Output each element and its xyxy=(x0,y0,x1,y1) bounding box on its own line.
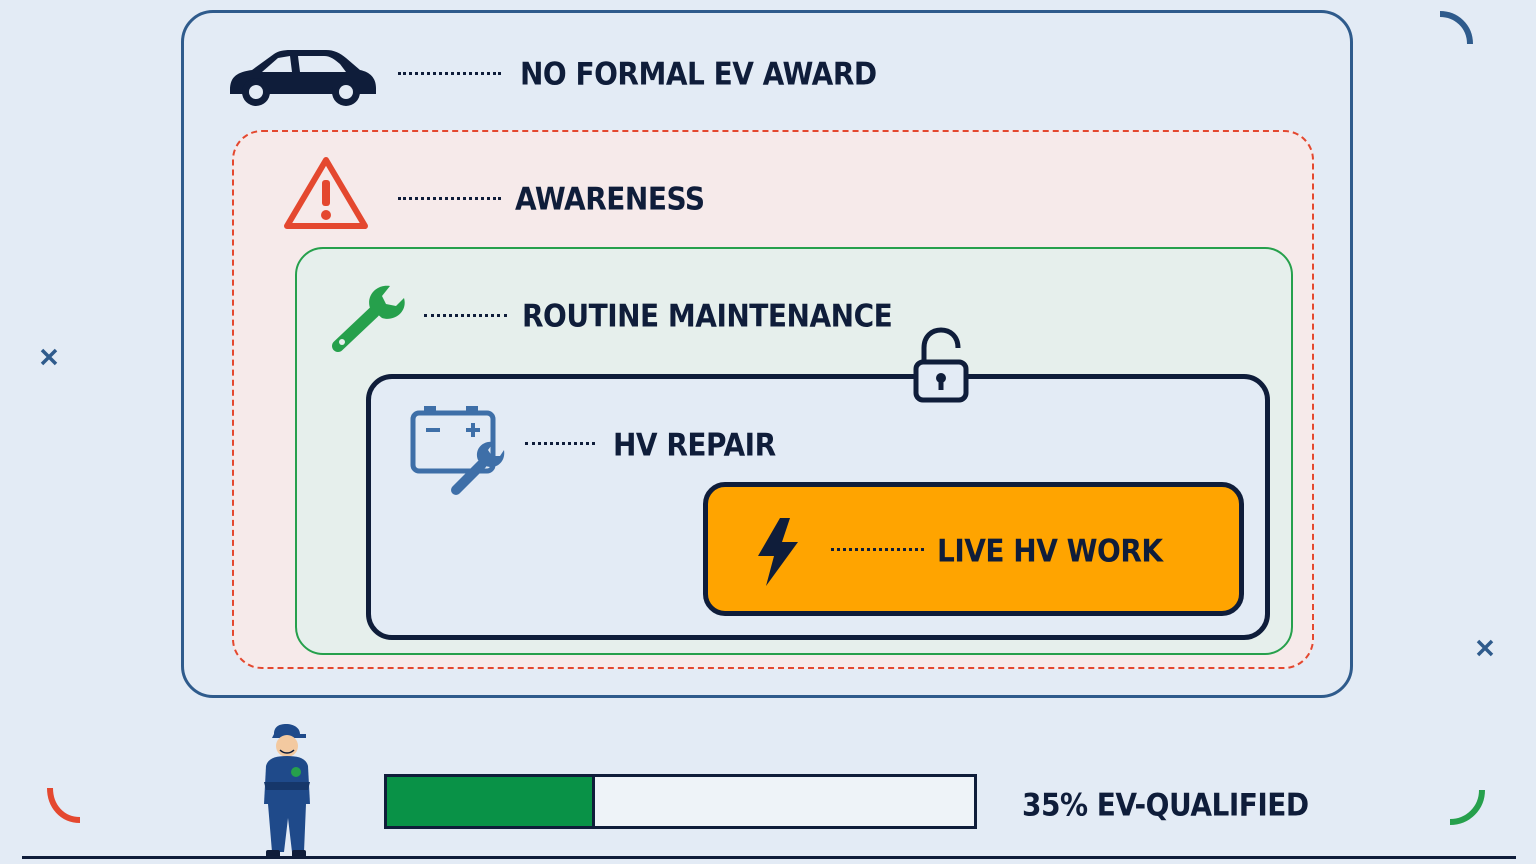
warning-icon xyxy=(284,157,368,229)
progress-label: 35% EV-QUALIFIED xyxy=(1022,786,1309,823)
car-icon xyxy=(230,50,376,106)
progress-fill xyxy=(387,777,596,826)
level-box-live-hv-work xyxy=(703,482,1244,616)
level-label-awareness: AWARENESS xyxy=(515,180,705,217)
corner-arc-bottom-left xyxy=(47,787,81,823)
corner-arc-top-right xyxy=(1439,11,1473,45)
leader-dots xyxy=(398,197,501,200)
wrench-icon xyxy=(332,285,405,352)
cross-mark-left xyxy=(40,348,58,366)
level-label-live-hv-work: LIVE HV WORK xyxy=(937,532,1163,569)
leader-dots xyxy=(525,442,595,445)
ground-line xyxy=(22,856,1516,859)
unlocked-padlock-icon xyxy=(913,327,969,403)
leader-dots xyxy=(398,72,501,75)
level-box-no-formal-award xyxy=(181,10,1353,698)
level-label-no-formal-award: NO FORMAL EV AWARD xyxy=(520,55,877,92)
leader-dots xyxy=(831,548,924,551)
leader-dots xyxy=(424,314,507,317)
qualification-progress-bar xyxy=(384,774,977,829)
level-label-routine-maintenance: ROUTINE MAINTENANCE xyxy=(522,297,893,334)
level-label-hv-repair: HV REPAIR xyxy=(613,426,776,463)
lightning-icon xyxy=(758,518,798,586)
battery-wrench-icon xyxy=(410,406,505,495)
technician-icon xyxy=(264,724,310,858)
corner-arc-bottom-right xyxy=(1449,789,1485,825)
cross-mark-right xyxy=(1476,639,1494,657)
